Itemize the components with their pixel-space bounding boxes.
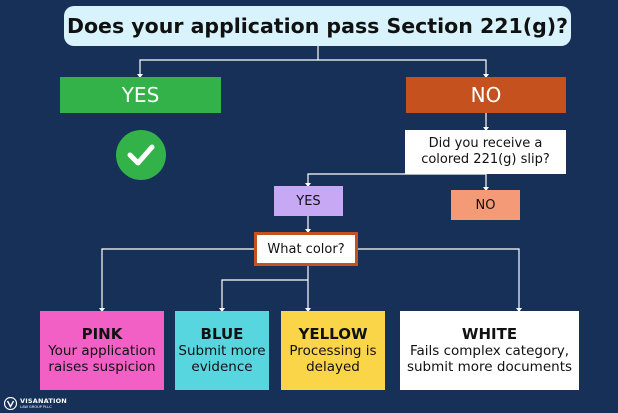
logo-brand: VISANATION (20, 396, 67, 405)
top-yes-box: YES (60, 77, 221, 113)
title-banner: Does your application pass Section 221(g… (64, 6, 571, 46)
result-pink-desc: Your application raises suspicion (48, 343, 156, 375)
result-pink-head: PINK (81, 325, 123, 343)
result-white-box: WHITE Fails complex category, submit mor… (400, 311, 579, 390)
result-white-desc: Fails complex category, submit more docu… (406, 343, 573, 375)
slip-question-box: Did you receive a colored 221(g) slip? (405, 130, 566, 174)
top-no-box: NO (406, 77, 566, 113)
checkmark-icon (116, 130, 166, 180)
mid-yes-box: YES (274, 186, 343, 216)
result-yellow-head: YELLOW (298, 325, 368, 343)
result-yellow-desc: Processing is delayed (289, 343, 377, 375)
page-title: Does your application pass Section 221(g… (66, 14, 569, 38)
logo-sub: LAW GROUP PLLC (20, 404, 52, 409)
connector-title (139, 46, 487, 77)
visanation-logo: VISANATION LAW GROUP PLLC (4, 394, 67, 412)
slip-question-text: Did you receive a colored 221(g) slip? (421, 136, 550, 167)
mid-no-label: NO (475, 197, 496, 213)
connector-color-results (101, 248, 520, 311)
mid-no-box: NO (451, 190, 520, 220)
color-question-box: What color? (254, 232, 358, 266)
result-blue-desc: Submit more evidence (178, 343, 266, 375)
result-blue-head: BLUE (200, 325, 244, 343)
top-no-label: NO (470, 83, 502, 107)
result-white-head: WHITE (461, 325, 518, 343)
result-yellow-box: YELLOW Processing is delayed (281, 311, 385, 390)
result-pink-box: PINK Your application raises suspicion (40, 311, 164, 390)
color-question-text: What color? (267, 241, 345, 257)
result-blue-box: BLUE Submit more evidence (175, 311, 269, 390)
logo-icon (4, 396, 17, 410)
top-yes-label: YES (121, 83, 160, 107)
mid-yes-label: YES (296, 193, 321, 209)
